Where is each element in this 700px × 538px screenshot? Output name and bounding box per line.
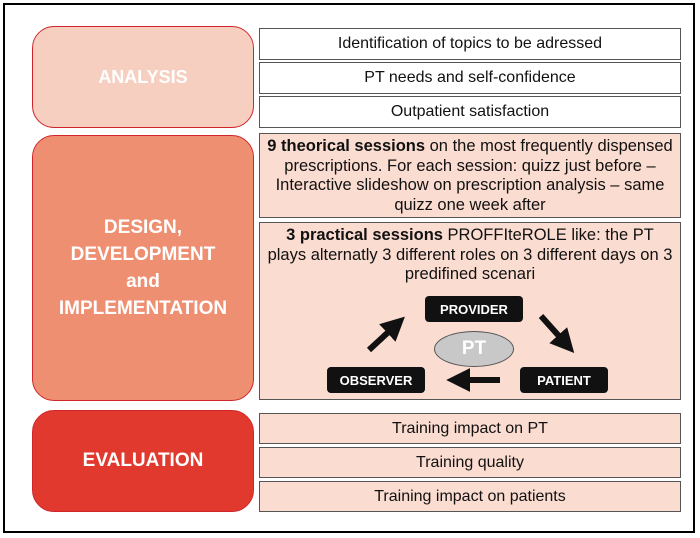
analysis-phase-label: ANALYSIS [98, 66, 188, 87]
evaluation-item-impact-pt: Training impact on PT [259, 413, 681, 444]
analysis-item-satisfaction: Outpatient satisfaction [259, 96, 681, 128]
provider-role: PROVIDER [425, 296, 523, 322]
analysis-item-topics: Identification of topics to be adressed [259, 28, 681, 60]
analysis-item-text: Identification of topics to be adressed [337, 35, 603, 52]
practice-sessions-text: PROFFIteROLE like: the PT plays alternat… [267, 226, 673, 283]
patient-role: PATIENT [520, 367, 608, 393]
analysis-item-text: Outpatient satisfaction [390, 103, 550, 120]
observer-role: OBSERVER [327, 367, 425, 393]
evaluation-item-quality: Training quality [259, 447, 681, 478]
theory-sessions-title: 9 theorical sessions [267, 137, 426, 155]
provider-role-label: PROVIDER [440, 301, 508, 317]
theory-sessions-box: 9 theorical sessions on the most frequen… [259, 133, 681, 218]
evaluation-phase-box: EVALUATION [32, 410, 254, 512]
design-phase-label: DESIGN, DEVELOPMENT and IMPLEMENTATION [58, 217, 228, 319]
patient-role-label: PATIENT [537, 372, 591, 388]
arrow-provider-to-patient [538, 313, 575, 354]
arrow-observer-to-provider [366, 316, 405, 353]
analysis-item-text: PT needs and self-confidence [364, 69, 576, 86]
analysis-phase-box: ANALYSIS [32, 26, 254, 128]
evaluation-item-text: Training impact on patients [374, 487, 566, 505]
evaluation-phase-label: EVALUATION [82, 450, 204, 471]
theory-sessions-text: on the most frequently dispensed prescri… [275, 137, 673, 214]
observer-role-label: OBSERVER [339, 372, 413, 388]
design-phase-box: DESIGN, DEVELOPMENT and IMPLEMENTATION [32, 135, 254, 401]
practice-sessions-title: 3 practical sessions [286, 226, 443, 244]
pt-center-ellipse: PT [434, 331, 514, 367]
evaluation-item-text: Training impact on PT [392, 419, 548, 437]
analysis-item-needs: PT needs and self-confidence [259, 62, 681, 94]
evaluation-item-impact-patients: Training impact on patients [259, 481, 681, 512]
pt-center-label: PT [461, 338, 487, 359]
evaluation-item-text: Training quality [416, 453, 524, 471]
